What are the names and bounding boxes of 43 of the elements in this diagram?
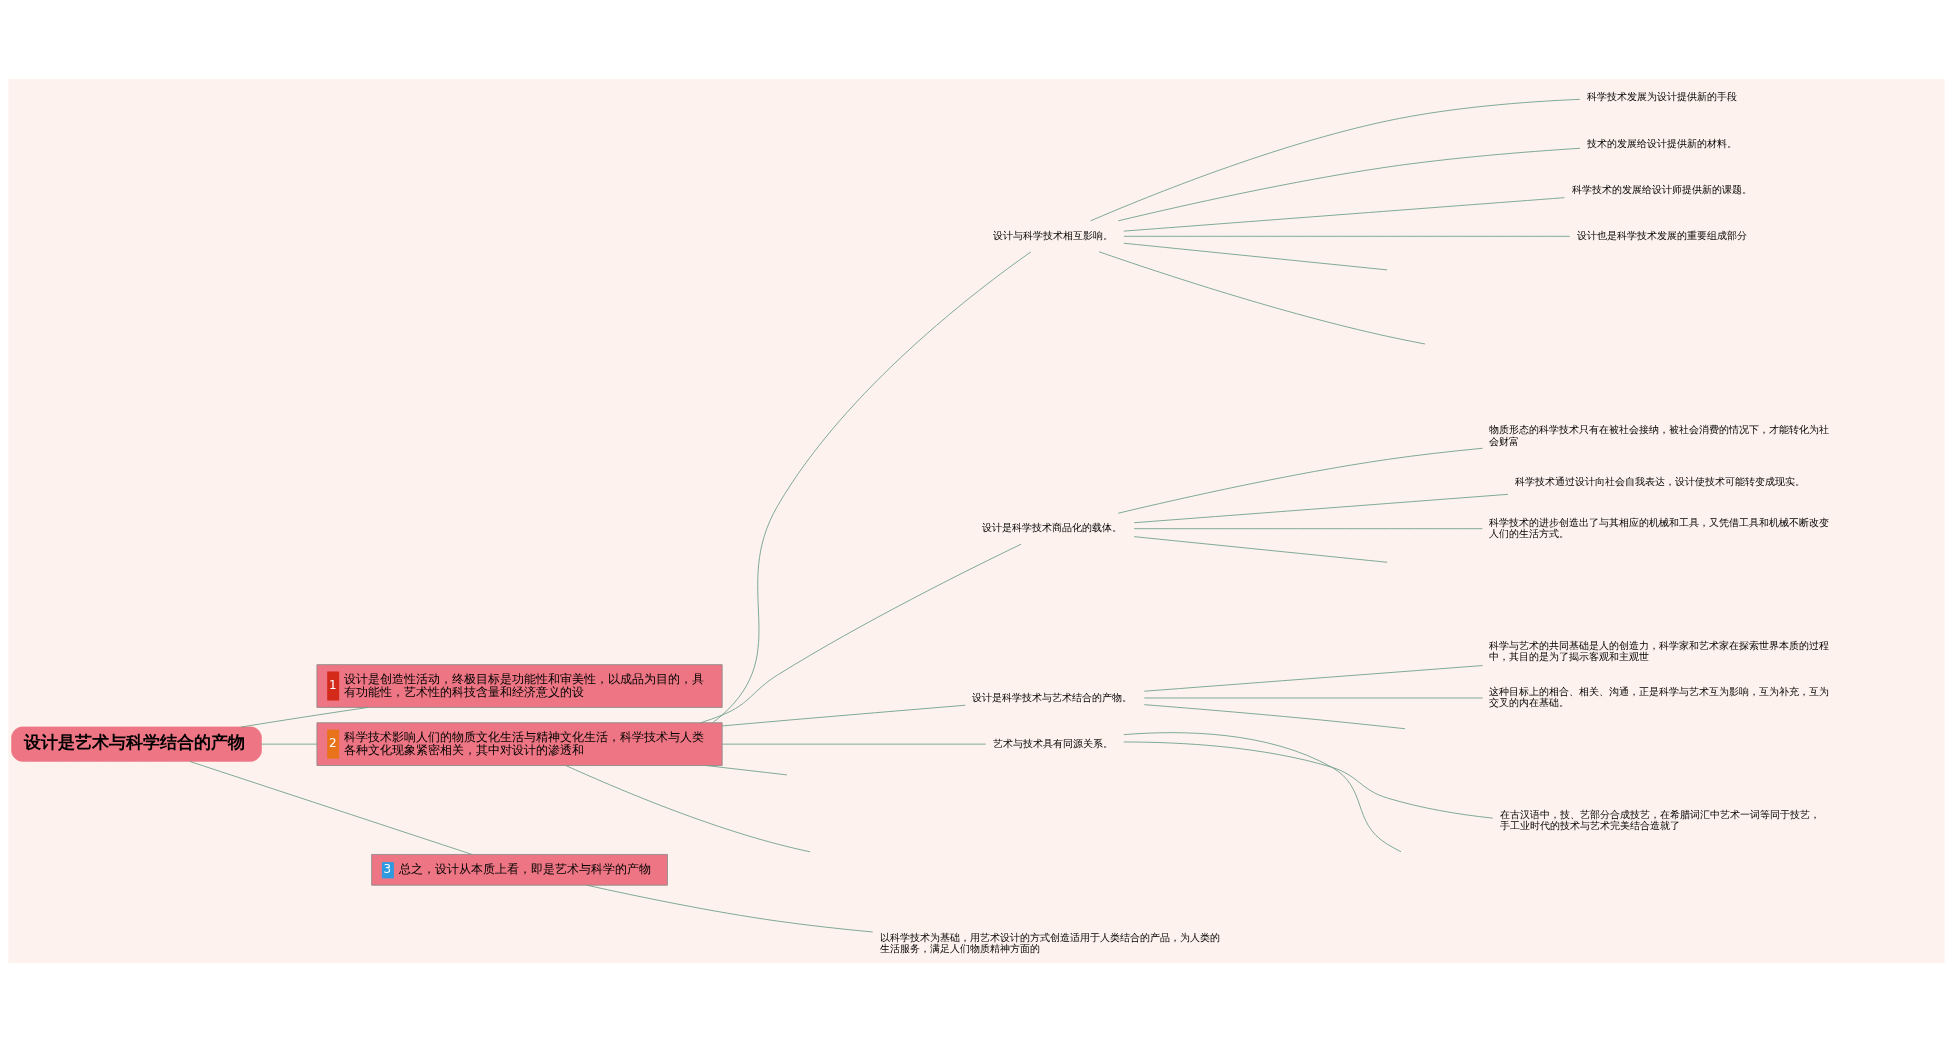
node-text: 科学技术通过设计向社会自我表达，设计使技术可能转变成现实。 — [1515, 475, 1806, 488]
connector — [1133, 536, 1388, 563]
connector — [1090, 98, 1581, 222]
connector — [1133, 528, 1483, 530]
connector — [722, 743, 987, 745]
connector — [261, 743, 318, 745]
connector — [700, 543, 1022, 724]
connector — [189, 760, 473, 855]
node-text: 设计是科学技术商品化的载体。 — [982, 521, 1123, 534]
node-text: 科学技术的进步创造出了与其相应的机械和工具，又凭借工具和机械不断改变人们的生活方式。 — [1489, 515, 1830, 539]
connector — [1117, 147, 1581, 222]
connector — [1123, 197, 1565, 232]
connector — [1123, 741, 1494, 819]
node-text: 艺术与技术具有同源关系。 — [992, 736, 1113, 749]
connector — [565, 765, 811, 853]
connector — [1117, 447, 1483, 514]
node-text: 以科学技术为基础，用艺术设计的方式创造适用于人类结合的产品，为人类的生活服务，满足人们物质精神方面的 — [879, 931, 1220, 955]
connector — [712, 251, 1032, 724]
node-box: 3 总之，设计从本质上看，即是艺术与科学的产物 — [371, 854, 668, 886]
connector — [1123, 235, 1571, 237]
node-text: 这种目标上的相合、相关、沟通，正是科学与艺术互为影响，互为补充，互为交叉的内在基础。 — [1489, 685, 1830, 709]
node-text: 在古汉语中，技、艺部分合成技艺，在希腊词汇中艺术一词等同于技艺，手工业时代的技术与艺术完美结合造就了 — [1499, 808, 1820, 832]
connector — [721, 704, 966, 727]
connector — [586, 884, 874, 933]
node-box: 1 设计是创造性活动，终极目标是功能性和审美性，以成品为目的，具有功能性，艺术性的科技含量和经济意义的设 — [316, 664, 723, 708]
node-text: 物质形态的科学技术只有在被社会接纳，被社会消费的情况下，才能转化为社会财富 — [1489, 423, 1830, 447]
node-box: 2 科学技术影响人们的物质文化生活与精神文化生活，科学技术与人类各种文化现象紧密相关，其中对设计的渗透和 — [316, 722, 723, 766]
connector — [1133, 493, 1509, 524]
node-text: 技术的发展给设计提供新的材料。 — [1586, 136, 1737, 149]
node-text: 科学技术发展为设计提供新的手段 — [1586, 90, 1737, 103]
connector — [1143, 697, 1483, 699]
node-text: 科学与艺术的共同基础是人的创造力，科学家和艺术家在探索世界本质的过程中，其目的是为了揭示客观和主观世 — [1489, 638, 1830, 663]
connector — [1123, 732, 1402, 853]
connector — [1123, 242, 1388, 271]
node-box: 设计是艺术与科学结合的产物 — [11, 726, 262, 762]
connector — [705, 765, 788, 776]
node-text: 科学技术的发展给设计师提供新的课题。 — [1571, 182, 1752, 195]
node-text: 设计也是科学技术发展的重要组成部分 — [1576, 228, 1747, 241]
connector — [1143, 704, 1406, 730]
node-text: 设计与科学技术相互影响。 — [992, 228, 1113, 241]
connector — [1143, 665, 1483, 692]
connector — [1098, 251, 1426, 345]
node-text: 设计是科学技术与艺术结合的产物。 — [972, 690, 1133, 703]
